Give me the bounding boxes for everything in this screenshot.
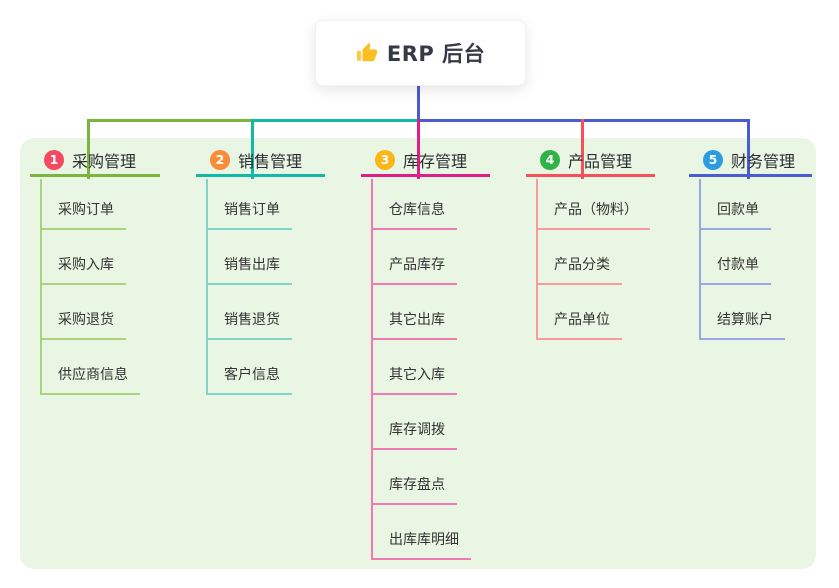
sub-item-2-3[interactable]: 销售退货 [206, 309, 292, 340]
branch-spine-3 [371, 179, 373, 559]
sub-item-label: 采购退货 [40, 310, 126, 340]
sub-item-3-5[interactable]: 库存调拨 [371, 419, 457, 450]
branch-drop-line-1 [86, 119, 90, 179]
sub-item-3-6[interactable]: 库存盘点 [371, 474, 457, 505]
thumbs-up-icon [356, 42, 378, 64]
sub-item-4-1[interactable]: 产品（物料） [536, 199, 650, 230]
sub-item-3-2[interactable]: 产品库存 [371, 254, 457, 285]
sub-item-3-4[interactable]: 其它入库 [371, 364, 457, 395]
sub-item-label: 库存盘点 [371, 475, 457, 505]
branch-header-5[interactable]: 5 财务管理 [689, 146, 812, 177]
sub-item-label: 供应商信息 [40, 365, 140, 395]
branch-drop-line-3 [416, 119, 420, 179]
sub-item-3-7[interactable]: 出库库明细 [371, 529, 471, 560]
sub-item-label: 采购订单 [40, 200, 126, 230]
sub-item-label: 产品（物料） [536, 200, 650, 230]
branch-badge-2: 2 [210, 150, 230, 170]
branch-badge-1: 1 [44, 150, 64, 170]
sub-item-4-3[interactable]: 产品单位 [536, 309, 622, 340]
sub-item-label: 销售出库 [206, 255, 292, 285]
branch-label-3: 库存管理 [403, 152, 468, 171]
branch-spine-1 [40, 179, 42, 394]
sub-item-label: 产品单位 [536, 310, 622, 340]
branch-badge-4: 4 [540, 150, 560, 170]
sub-item-1-3[interactable]: 采购退货 [40, 309, 126, 340]
branch-label-5: 财务管理 [731, 152, 796, 171]
sub-item-label: 回款单 [699, 200, 771, 230]
branch-panel [20, 138, 816, 569]
sub-item-label: 客户信息 [206, 365, 292, 395]
root-connector-line [417, 84, 420, 122]
sub-item-2-2[interactable]: 销售出库 [206, 254, 292, 285]
sub-item-label: 产品分类 [536, 255, 622, 285]
branch-badge-5: 5 [703, 150, 723, 170]
sub-item-1-1[interactable]: 采购订单 [40, 199, 126, 230]
sub-item-4-2[interactable]: 产品分类 [536, 254, 622, 285]
branch-header-4[interactable]: 4 产品管理 [526, 146, 655, 177]
sub-item-label: 仓库信息 [371, 200, 457, 230]
branch-header-1[interactable]: 1 采购管理 [30, 146, 160, 177]
sub-item-label: 出库库明细 [371, 530, 471, 560]
sub-item-3-3[interactable]: 其它出库 [371, 309, 457, 340]
sub-item-label: 付款单 [699, 255, 771, 285]
branch-header-2[interactable]: 2 销售管理 [196, 146, 325, 177]
sub-item-label: 销售退货 [206, 310, 292, 340]
branch-header-3[interactable]: 3 库存管理 [361, 146, 490, 177]
branch-spine-2 [206, 179, 208, 394]
bus-segment-1 [86, 119, 254, 122]
sub-item-label: 其它出库 [371, 310, 457, 340]
root-title: ERP 后台 [386, 42, 486, 66]
branch-label-4: 产品管理 [568, 152, 633, 171]
branch-spine-5 [699, 179, 701, 339]
sub-item-label: 库存调拨 [371, 420, 457, 450]
branch-drop-line-2 [251, 119, 254, 179]
branch-drop-line-5 [746, 119, 750, 179]
bus-segment-2 [251, 119, 420, 122]
sub-item-1-4[interactable]: 供应商信息 [40, 364, 140, 395]
sub-item-label: 销售订单 [206, 200, 292, 230]
sub-item-label: 采购入库 [40, 255, 126, 285]
sub-item-label: 结算账户 [699, 310, 785, 340]
sub-item-5-3[interactable]: 结算账户 [699, 309, 785, 340]
sub-item-1-2[interactable]: 采购入库 [40, 254, 126, 285]
branch-badge-3: 3 [375, 150, 395, 170]
sub-item-2-4[interactable]: 客户信息 [206, 364, 292, 395]
sub-item-5-1[interactable]: 回款单 [699, 199, 771, 230]
sub-item-label: 产品库存 [371, 255, 457, 285]
sub-item-3-1[interactable]: 仓库信息 [371, 199, 457, 230]
branch-label-2: 销售管理 [238, 152, 303, 171]
sub-item-5-2[interactable]: 付款单 [699, 254, 771, 285]
sub-item-label: 其它入库 [371, 365, 457, 395]
root-node-erp[interactable]: ERP 后台 [315, 20, 526, 86]
branch-drop-line-4 [581, 119, 584, 179]
sub-item-2-1[interactable]: 销售订单 [206, 199, 292, 230]
branch-spine-4 [536, 179, 538, 339]
branch-label-1: 采购管理 [72, 152, 137, 171]
